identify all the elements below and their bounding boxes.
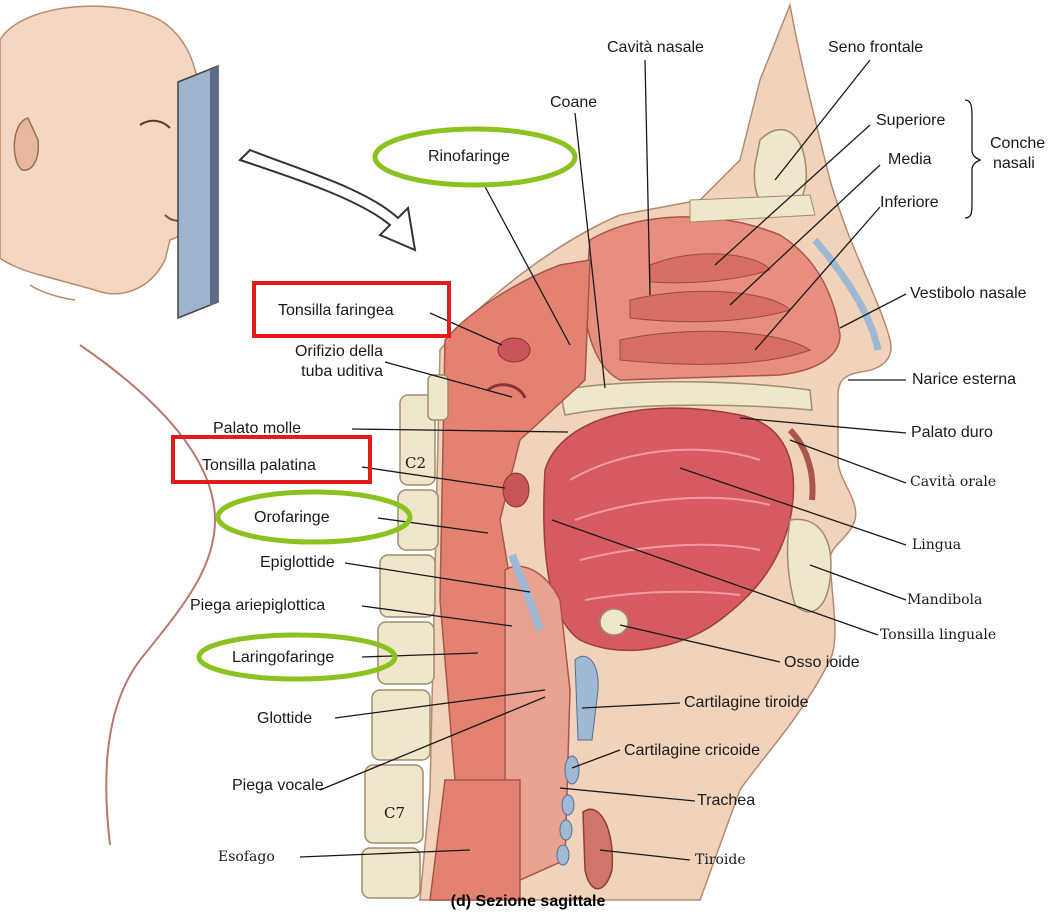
label-osso-ioide: Osso ioide [784, 655, 860, 671]
label-laringofaringe: Laringofaringe [232, 650, 334, 666]
label-tonsilla-palatina: Tonsilla palatina [202, 458, 316, 474]
label-trachea: Trachea [697, 793, 755, 809]
label-nasali: nasali [993, 156, 1035, 172]
label-coane: Coane [550, 95, 597, 111]
figure-caption: (d) Sezione sagittale [0, 893, 1056, 911]
label-tiroide: Tiroide [695, 853, 746, 867]
label-esofago: Esofago [218, 850, 275, 864]
label-tonsilla-faringea: Tonsilla faringea [278, 303, 394, 319]
label-epiglottide: Epiglottide [260, 555, 335, 571]
label-cavita-nasale: Cavità nasale [607, 40, 704, 56]
label-cartilagine-cricoide: Cartilagine cricoide [624, 743, 760, 759]
label-cartilagine-tiroide: Cartilagine tiroide [684, 695, 809, 711]
label-orofaringe: Orofaringe [254, 510, 330, 526]
view-arrow-icon [240, 150, 415, 250]
label-narice-esterna: Narice esterna [912, 372, 1016, 388]
label-inferiore: Inferiore [880, 195, 939, 211]
label-lingua: Lingua [912, 538, 961, 552]
label-rinofaringe: Rinofaringe [428, 149, 510, 165]
anatomy-section [362, 5, 891, 900]
label-c2: C2 [405, 456, 426, 471]
label-superiore: Superiore [876, 113, 945, 129]
neck-outline [80, 345, 215, 845]
label-orifizio-line2: tuba uditiva [273, 364, 383, 380]
label-media: Media [888, 152, 932, 168]
label-seno-frontale: Seno frontale [828, 40, 923, 56]
label-palato-duro: Palato duro [911, 425, 993, 441]
label-vestibolo-nasale: Vestibolo nasale [910, 286, 1027, 302]
label-palato-molle: Palato molle [213, 421, 301, 437]
head-orientation-figure [0, 6, 218, 318]
label-glottide: Glottide [257, 711, 312, 727]
label-conche: Conche [990, 136, 1045, 152]
label-piega-ariepiglottica: Piega ariepiglottica [190, 598, 325, 614]
label-mandibola: Mandibola [907, 593, 982, 607]
label-orifizio-line1: Orifizio della [273, 344, 383, 360]
label-c7: C7 [384, 806, 405, 821]
label-cavita-orale: Cavità orale [910, 475, 996, 489]
label-piega-vocale: Piega vocale [232, 778, 324, 794]
label-tonsilla-linguale: Tonsilla linguale [880, 628, 996, 642]
